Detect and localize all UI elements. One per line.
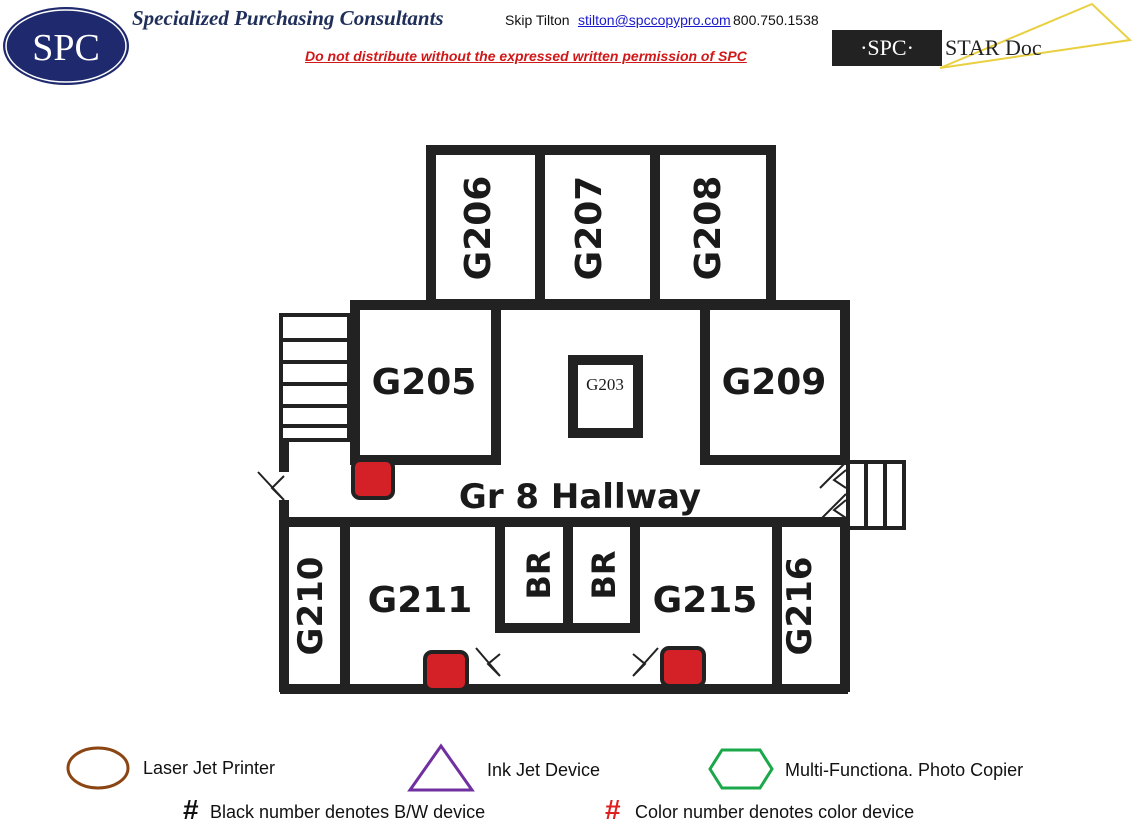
mfp-hexagon-icon	[708, 748, 774, 790]
device-marker[interactable]	[351, 458, 395, 500]
legend-color-note: Color number denotes color device	[635, 802, 915, 822]
door-symbols	[257, 461, 847, 677]
spc-logo: SPC	[1, 5, 131, 87]
color-devices	[351, 458, 706, 692]
phone-number: 800.750.1538	[733, 12, 819, 28]
svg-text:SPC: SPC	[32, 27, 100, 69]
hallway-label: Gr 8 Hallway	[459, 477, 701, 517]
room-g211: G211	[368, 580, 473, 621]
stairs-right	[846, 460, 906, 530]
room-g203-outline	[568, 355, 643, 438]
email-link[interactable]: stilton@spccopypro.com	[578, 12, 731, 28]
room-g203: G203	[586, 375, 624, 394]
room-g216: G216	[780, 557, 820, 656]
room-g205-outline	[350, 300, 501, 465]
legend-laser-label: Laser Jet Printer	[143, 758, 276, 778]
contact-name: Skip Tilton	[505, 12, 570, 28]
company-name: Specialized Purchasing Consultants	[132, 6, 444, 30]
room-g215: G215	[653, 580, 758, 621]
room-g205: G205	[372, 362, 477, 403]
distribution-warning: Do not distribute without the expressed …	[305, 48, 747, 64]
svg-text:·SPC·: ·SPC·	[860, 35, 914, 60]
room-g210: G210	[291, 557, 331, 656]
color-hash-icon: #	[605, 794, 621, 825]
legend-mfp-label: Multi-Functiona. Photo Copier	[785, 760, 1024, 780]
room-g209: G209	[722, 362, 827, 403]
device-marker[interactable]	[423, 650, 469, 692]
room-g206: G206	[458, 176, 499, 281]
room-br-2: BR	[585, 550, 623, 599]
star-doc-logo: ·SPC· STAR Doc	[832, 2, 1133, 69]
legend-inkjet-label: Ink Jet Device	[487, 760, 601, 780]
laser-printer-icon	[66, 746, 130, 790]
device-marker[interactable]	[660, 646, 706, 688]
room-g208: G208	[688, 176, 729, 281]
legend-bw-note: Black number denotes B/W device	[210, 802, 486, 822]
room-br-1: BR	[520, 550, 558, 599]
inkjet-triangle-icon	[407, 743, 475, 792]
svg-text:STAR Doc: STAR Doc	[945, 35, 1042, 60]
room-g207: G207	[569, 176, 610, 281]
stairs-left	[279, 313, 351, 442]
black-hash-icon: #	[183, 794, 199, 825]
